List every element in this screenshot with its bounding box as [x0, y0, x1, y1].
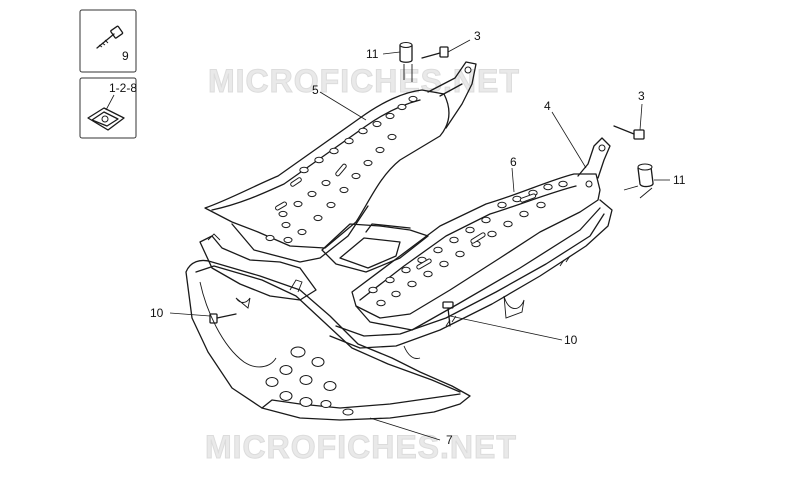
- callout-3-right: 3: [638, 89, 645, 103]
- callout-4: 4: [544, 99, 551, 113]
- bushing-right: [623, 163, 654, 199]
- watermark-bottom: MICROFICHES.NET: [205, 429, 517, 465]
- right-footrest: [351, 137, 611, 331]
- callout-3-left: 3: [474, 29, 481, 43]
- callout-10-right: 10: [564, 333, 578, 347]
- screw-top-left: [421, 39, 471, 59]
- bolt-right: [442, 301, 454, 327]
- legend-clip: 1-2-8: [79, 77, 137, 139]
- screw-icon: [96, 25, 124, 49]
- side-rail: [329, 199, 613, 359]
- legend-screw: 9: [79, 9, 137, 73]
- callout-11-right: 11: [673, 173, 686, 187]
- bolt-left: [209, 313, 237, 324]
- callout-7: 7: [446, 433, 453, 447]
- legend-clip-label: 1-2-8: [109, 81, 137, 95]
- callout-6: 6: [510, 155, 517, 169]
- bushing-left: [399, 42, 413, 82]
- callout-11-left: 11: [366, 47, 379, 61]
- screw-top-right: [613, 103, 645, 140]
- legend-screw-label: 9: [122, 49, 129, 63]
- callout-5: 5: [312, 83, 319, 97]
- left-footrest: [204, 61, 477, 263]
- skid-plate: [185, 259, 471, 421]
- centre-floor: [321, 223, 429, 273]
- callout-10-left: 10: [150, 306, 164, 320]
- left-mount: [199, 233, 317, 301]
- clip-nut-icon: [87, 107, 125, 131]
